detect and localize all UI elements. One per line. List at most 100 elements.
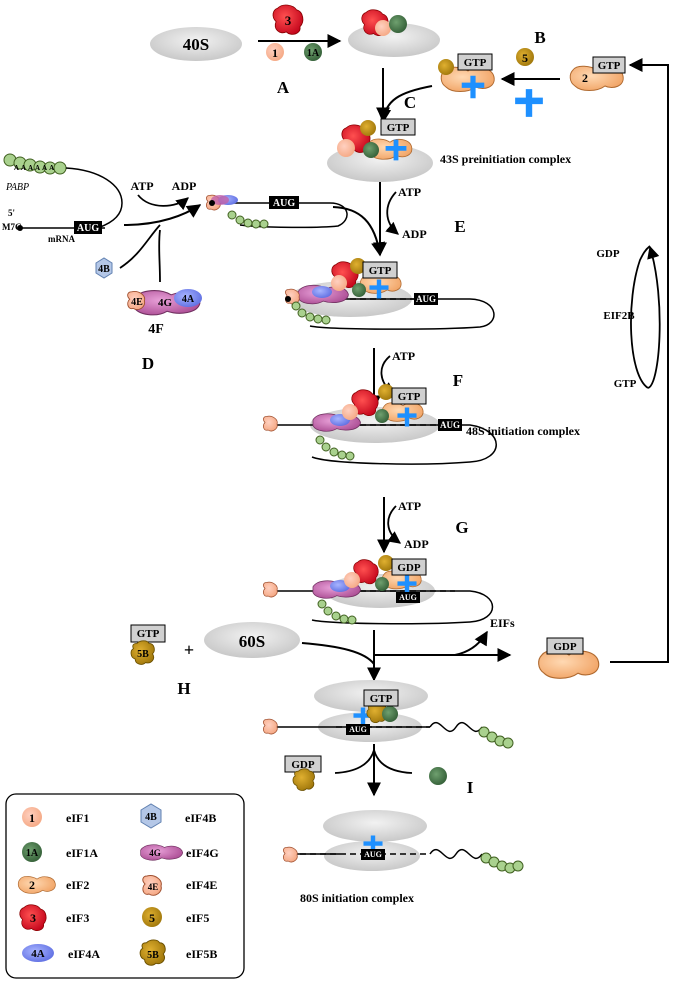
polyA-label-d: AAAAAA bbox=[14, 164, 56, 172]
eif4a-label: 4A bbox=[182, 294, 195, 305]
atp-label-e: ATP bbox=[398, 185, 421, 199]
60s-label: 60S bbox=[239, 632, 265, 651]
polyA-tail-d bbox=[3, 153, 67, 175]
aug-label-g: AUG bbox=[399, 593, 417, 602]
eif1a-icon bbox=[304, 43, 322, 61]
gdp-release-box bbox=[546, 637, 584, 655]
legend-eif5b-sym: 5B bbox=[147, 950, 159, 961]
gdp-g-label: GDP bbox=[397, 562, 421, 574]
legend-eif5b-name: eIF5B bbox=[186, 947, 217, 961]
eif1-icon bbox=[266, 43, 284, 61]
aug-label-e: AUG bbox=[416, 294, 436, 304]
legend-eif1a-icon bbox=[22, 842, 42, 862]
pabp-label: PABP bbox=[5, 182, 29, 193]
gtp-recycle-label: GTP bbox=[614, 378, 637, 390]
aug-box-i bbox=[361, 849, 385, 860]
step-d-label: D bbox=[142, 354, 154, 373]
atp-arrow-d bbox=[137, 194, 189, 211]
eif5-43s-icon bbox=[360, 120, 376, 136]
eif3-label: 3 bbox=[285, 13, 292, 28]
eif2b-arrow bbox=[647, 245, 661, 389]
eif1-label: 1 bbox=[272, 46, 278, 60]
atp-label-d: ATP bbox=[130, 179, 153, 193]
gdp-release-label: GDP bbox=[553, 641, 577, 653]
43s-label: 43S preinitiation complex bbox=[440, 152, 571, 166]
step-i-label: I bbox=[467, 778, 474, 797]
eif4e-label: 4E bbox=[131, 297, 143, 308]
40s-subunit bbox=[150, 27, 242, 61]
eif5b-out-icon bbox=[292, 768, 315, 791]
gtp-label: GTP bbox=[598, 60, 621, 72]
eif1a-bound-icon bbox=[389, 15, 407, 33]
legend-eif2-name: eIF2 bbox=[66, 878, 89, 892]
gtp-f-label: GTP bbox=[398, 391, 421, 403]
legend-eif4b-sym: 4B bbox=[145, 812, 157, 823]
gtp-80s-label: GTP bbox=[370, 693, 393, 705]
aug-box-act bbox=[269, 196, 299, 209]
eif1a-label: 1A bbox=[307, 48, 320, 59]
eif4b-label: 4B bbox=[98, 264, 110, 275]
legend-eif2-sym: 2 bbox=[29, 878, 35, 892]
complex-f bbox=[262, 384, 497, 465]
gtp-tc-label: GTP bbox=[464, 57, 487, 69]
40s-label: 40S bbox=[183, 35, 209, 54]
eif4b-icon bbox=[95, 257, 113, 279]
eifs-arrow bbox=[454, 630, 488, 656]
step-c-label: C bbox=[404, 93, 416, 112]
eif2-gdp-icon bbox=[538, 650, 600, 679]
eif1-43s-icon bbox=[337, 139, 355, 157]
step-g-label: G bbox=[455, 518, 468, 537]
legend-box bbox=[5, 793, 245, 979]
aug-box-h bbox=[346, 724, 370, 735]
gtp-43s-label: GTP bbox=[387, 122, 410, 134]
aug-box-f bbox=[438, 419, 462, 431]
cap-label: M7G bbox=[2, 222, 22, 232]
step-e-label: E bbox=[454, 217, 465, 236]
step-h-label: H bbox=[177, 679, 190, 698]
legend-eif3-sym: 3 bbox=[30, 911, 36, 925]
legend-eif5-name: eIF5 bbox=[186, 911, 209, 925]
gdp-out-curve bbox=[334, 749, 375, 774]
legend-eif3-name: eIF3 bbox=[66, 911, 89, 925]
80s-label: 80S initiation complex bbox=[300, 891, 414, 905]
eif2b-label: EIF2B bbox=[603, 310, 635, 322]
legend-eif5-sym: 5 bbox=[149, 911, 155, 925]
gtp-box bbox=[592, 56, 626, 74]
eif1a-43s-icon bbox=[363, 142, 379, 158]
five-prime-label: 5' bbox=[8, 208, 15, 218]
aug-label-f: AUG bbox=[440, 420, 460, 430]
aug-box-d bbox=[74, 221, 102, 234]
legend-eif4g-icon bbox=[140, 844, 184, 861]
60s-subunit bbox=[204, 622, 300, 658]
gdp-g-box bbox=[391, 558, 427, 576]
legend-eif4e-name: eIF4E bbox=[186, 878, 217, 892]
complex-80s bbox=[282, 810, 524, 874]
eifs-label: EIFs bbox=[490, 616, 515, 630]
eif5b-label: 5B bbox=[137, 649, 149, 660]
60s-join-curve bbox=[301, 642, 375, 665]
aug-label-i: AUG bbox=[364, 850, 382, 859]
aug-label-d: AUG bbox=[77, 223, 99, 234]
legend-eif5-icon bbox=[142, 907, 162, 927]
aug-box-g bbox=[396, 592, 420, 603]
atp-arrow-g bbox=[387, 505, 402, 544]
legend-eif4e-sym: 4E bbox=[148, 882, 159, 892]
step-f-label: F bbox=[453, 371, 463, 390]
legend-eif4g-name: eIF4G bbox=[186, 846, 219, 860]
legend-eif4b-name: eIF4B bbox=[185, 811, 216, 825]
atp-arrow-e bbox=[385, 191, 399, 235]
adp-label-g: ADP bbox=[404, 537, 429, 551]
eif5-tc-icon bbox=[438, 59, 454, 75]
legend-eif4g-sym: 4G bbox=[149, 848, 161, 858]
complex-g bbox=[262, 555, 494, 625]
legend-eif2-icon bbox=[17, 876, 56, 894]
eif5-icon bbox=[516, 48, 534, 66]
gtp-e-label: GTP bbox=[369, 265, 392, 277]
legend-eif4a-name: eIF4A bbox=[68, 947, 100, 961]
gtp-h-label: GTP bbox=[137, 628, 160, 640]
eif5-label: 5 bbox=[522, 51, 528, 65]
recycle-line bbox=[610, 64, 669, 663]
eif1-bound-icon bbox=[375, 20, 391, 36]
